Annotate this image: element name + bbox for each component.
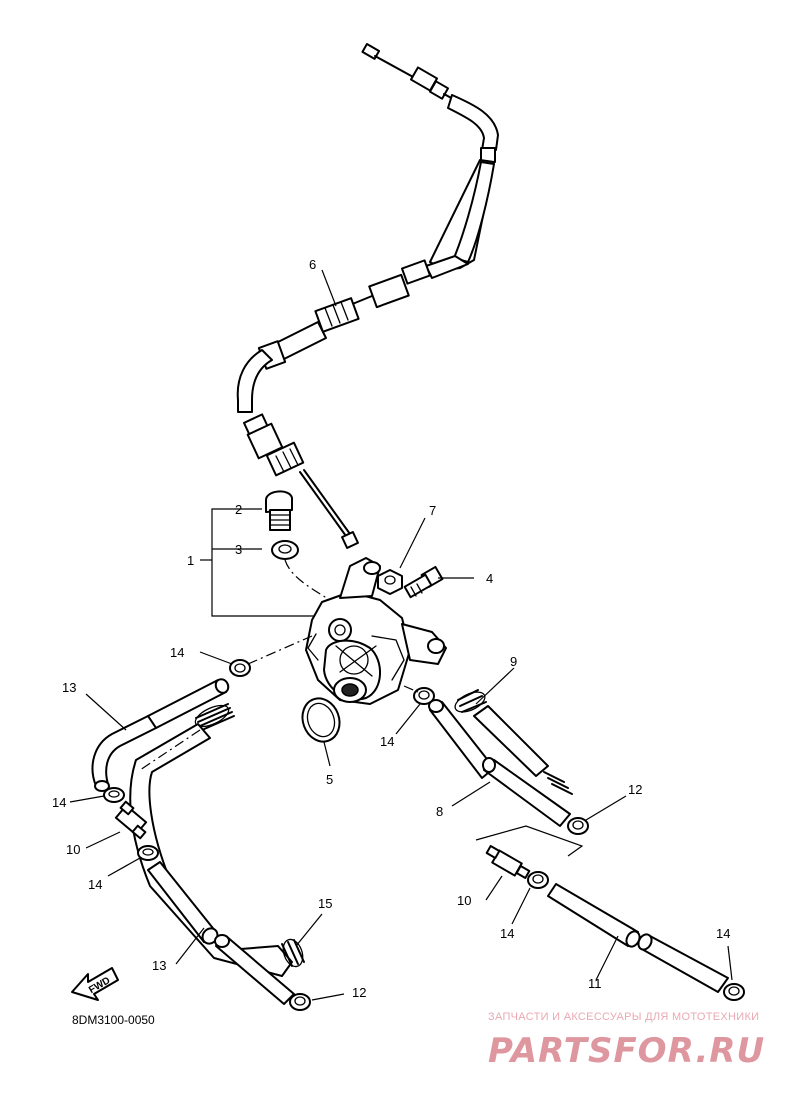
fwd-label: FWD bbox=[87, 975, 112, 996]
alt-bracket bbox=[475, 825, 584, 857]
label-part-1: 1 bbox=[187, 553, 194, 568]
hose-13-upper bbox=[91, 678, 230, 792]
clamp-14-pump-left bbox=[229, 659, 251, 677]
clamp-14-left-a bbox=[103, 787, 125, 803]
diagram-code: 8DM3100-0050 bbox=[72, 1013, 155, 1027]
label-part-13a: 13 bbox=[62, 680, 76, 695]
label-part-15: 15 bbox=[318, 896, 332, 911]
label-part-9: 9 bbox=[510, 654, 517, 669]
watermark-logo: ЗАПЧАСТИ И АКСЕССУАРЫ ДЛЯ МОТОТЕХНИКИ PA… bbox=[488, 1011, 765, 1071]
washer-3 bbox=[271, 540, 299, 560]
label-part-14f: 14 bbox=[716, 926, 730, 941]
label-part-10a: 10 bbox=[66, 842, 80, 857]
hose-lower-short bbox=[214, 934, 295, 1005]
label-part-14c: 14 bbox=[52, 795, 66, 810]
clamp-12-right bbox=[567, 817, 589, 835]
bolt-4 bbox=[403, 565, 444, 599]
fwd-arrow-icon: FWD bbox=[71, 967, 119, 1001]
leader-lines bbox=[69, 269, 733, 1001]
label-part-2: 2 bbox=[235, 502, 242, 517]
label-part-14a: 14 bbox=[170, 645, 184, 660]
group-bracket-1 bbox=[200, 508, 331, 617]
label-part-7: 7 bbox=[429, 503, 436, 518]
hose-15-long bbox=[129, 723, 293, 977]
pump-cable bbox=[236, 43, 499, 549]
o-ring-5 bbox=[301, 697, 341, 743]
label-part-14d: 14 bbox=[88, 877, 102, 892]
part-labels: 6 2 3 1 7 4 14 13 9 14 5 14 8 12 10 14 1… bbox=[52, 257, 730, 1000]
joint-10-left bbox=[114, 800, 148, 840]
label-part-13b: 13 bbox=[152, 958, 166, 973]
label-part-11: 11 bbox=[588, 976, 602, 991]
clamp-14-pump-right bbox=[413, 687, 435, 705]
clamp-14-right-b bbox=[723, 983, 745, 1001]
label-part-12b: 12 bbox=[352, 985, 366, 1000]
clamp-12-left bbox=[289, 993, 311, 1011]
joint-10-right bbox=[485, 845, 531, 879]
nut-7 bbox=[377, 569, 403, 595]
label-part-8: 8 bbox=[436, 804, 443, 819]
hose-8 bbox=[428, 699, 571, 827]
label-part-3: 3 bbox=[235, 542, 242, 557]
label-part-14e: 14 bbox=[500, 926, 514, 941]
label-part-12a: 12 bbox=[628, 782, 642, 797]
label-part-14b: 14 bbox=[380, 734, 394, 749]
watermark-tagline: ЗАПЧАСТИ И АКСЕССУАРЫ ДЛЯ МОТОТЕХНИКИ bbox=[488, 1011, 759, 1023]
label-part-10b: 10 bbox=[457, 893, 471, 908]
label-part-5: 5 bbox=[326, 772, 333, 787]
spring-15 bbox=[281, 938, 305, 968]
clamp-14-left-b bbox=[137, 845, 159, 861]
clamp-14-right-a bbox=[527, 871, 549, 889]
spring-9 bbox=[454, 689, 573, 795]
hose-11 bbox=[547, 883, 729, 993]
label-part-6: 6 bbox=[309, 257, 316, 272]
oil-pump bbox=[305, 557, 447, 705]
bolt-2 bbox=[265, 490, 293, 531]
label-part-4: 4 bbox=[486, 571, 493, 586]
hose-13-lower bbox=[147, 861, 219, 945]
watermark-brand: PARTSFOR.RU bbox=[488, 1031, 765, 1071]
spring-upper-left bbox=[194, 703, 235, 731]
